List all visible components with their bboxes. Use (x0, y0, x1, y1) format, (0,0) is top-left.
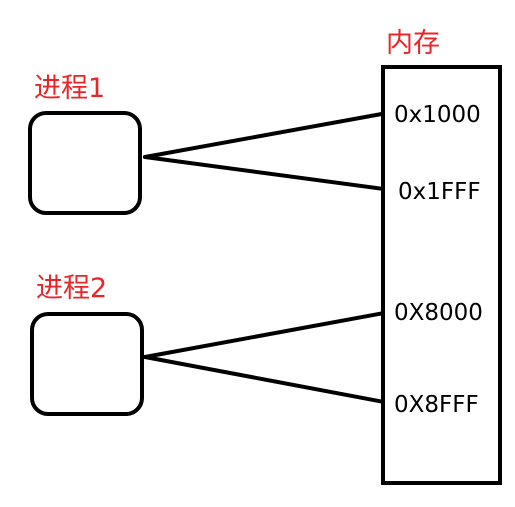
line-process2-to-0x8fff (143, 355, 386, 404)
line-process1-to-0x1fff (143, 155, 386, 191)
memory-block (381, 65, 502, 485)
memory-title: 内存 (386, 28, 440, 59)
address-0x1fff: 0x1FFF (398, 179, 481, 205)
address-0x1000: 0x1000 (394, 102, 481, 128)
line-process2-to-0x8000 (143, 311, 386, 359)
line-process1-to-0x1000 (143, 111, 389, 159)
process-1-label: 进程1 (34, 73, 106, 104)
process-2-box (30, 312, 144, 416)
process-2-label: 进程2 (36, 273, 108, 304)
address-0x8000: 0X8000 (394, 300, 483, 326)
process-1-box (28, 111, 142, 215)
address-0x8fff: 0X8FFF (394, 392, 479, 418)
